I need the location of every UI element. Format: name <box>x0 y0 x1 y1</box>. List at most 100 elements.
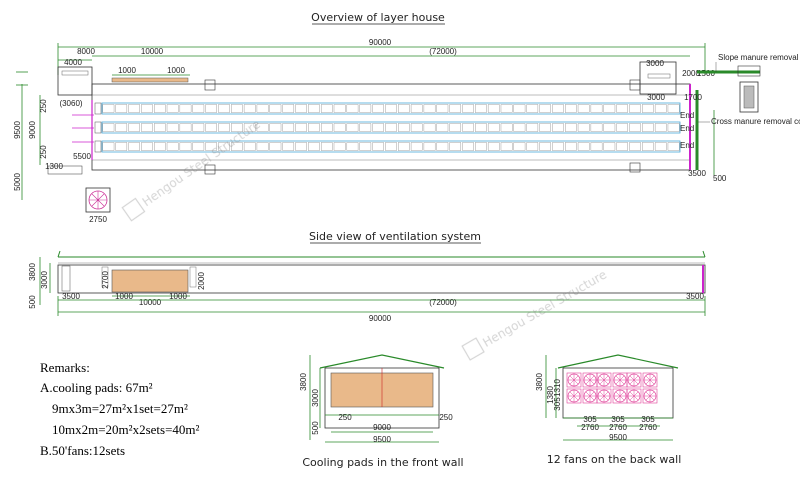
dim-3060: (3060) <box>59 99 82 108</box>
front-dim-500: 500 <box>311 421 320 435</box>
end-label-1: End <box>680 111 694 120</box>
cage-cell <box>654 104 667 113</box>
cage-cell <box>218 123 230 132</box>
dim-9000: 9000 <box>28 121 37 139</box>
cage-cell <box>179 142 192 151</box>
fan-frame <box>566 388 582 404</box>
cage-cell <box>449 142 462 151</box>
dim-inner-72000: (72000) <box>429 47 457 56</box>
watermark-1: Hengou Steel Structure <box>140 117 263 209</box>
cage-cell <box>487 142 500 151</box>
back-dim-9500: 9500 <box>609 433 627 442</box>
cage-row <box>101 140 681 153</box>
cage-cell <box>308 104 320 113</box>
front-dim-3000: 3000 <box>311 389 320 407</box>
dim-3000-b: 3000 <box>647 93 665 102</box>
front-dim-9000: 9000 <box>373 423 391 432</box>
cage-cell <box>205 142 217 151</box>
front-dim-3800: 3800 <box>299 373 308 391</box>
dim-250-b: 250 <box>39 145 48 159</box>
cage-cell <box>269 142 282 151</box>
cage-cell <box>166 123 179 132</box>
cage-cell <box>436 123 449 132</box>
cage-cell <box>243 104 256 113</box>
cage-cell <box>333 104 346 113</box>
cage-cell <box>398 104 410 113</box>
cage-cell <box>308 123 320 132</box>
dim-4000: 4000 <box>64 58 82 67</box>
cage-cell <box>590 123 603 132</box>
dim-3500: 3500 <box>688 169 706 178</box>
dim-250-a: 250 <box>39 99 48 113</box>
cage-cell <box>603 104 616 113</box>
cage-cell <box>513 123 526 132</box>
cage-cell <box>667 142 680 151</box>
back-dim-2760-c: 2760 <box>639 423 657 432</box>
remarks-heading: Remarks: <box>40 360 90 375</box>
fan-frame <box>642 372 658 388</box>
fan-grid <box>566 372 658 404</box>
back-wall-elevation: 3800 1380 1310 305 305 305 305 2760 2760… <box>535 354 682 466</box>
cage-cell <box>603 142 616 151</box>
front-dim-250-b: 250 <box>439 413 453 422</box>
remarks-line-3: 10mx2m=20m²x2sets=40m² <box>52 422 200 437</box>
cage-cell <box>372 142 384 151</box>
cage-cell <box>616 123 628 132</box>
cage-cell <box>629 123 641 132</box>
side-dim-3000: 3000 <box>40 271 49 289</box>
side-dim-500: 500 <box>28 295 37 309</box>
cage-cell <box>372 123 384 132</box>
dim-8000: 8000 <box>77 47 95 56</box>
cage-cell <box>629 142 641 151</box>
cage-cell <box>205 104 217 113</box>
cage-cell <box>423 104 436 113</box>
cage-cell <box>526 142 539 151</box>
cage-cell <box>629 104 641 113</box>
back-dim-1380: 1380 <box>546 386 555 404</box>
cage-cell <box>398 142 410 151</box>
cage-cell <box>179 123 192 132</box>
fan-frame <box>626 388 642 404</box>
fans-caption: 12 fans on the back wall <box>547 453 682 466</box>
cage-cell <box>385 123 397 132</box>
cage-cell <box>295 104 307 113</box>
cage-cell <box>154 142 166 151</box>
cage-cell <box>115 104 128 113</box>
watermark-logo-icon <box>121 197 146 222</box>
fan-frame <box>566 372 582 388</box>
end-label-2: End <box>680 124 694 133</box>
cage-cell <box>115 123 128 132</box>
fan-blades <box>598 374 610 386</box>
cage-cell <box>642 123 654 132</box>
cage-cell <box>166 104 179 113</box>
cage-cell <box>590 142 603 151</box>
back-dim-1310: 1310 <box>553 379 562 397</box>
cage-cell <box>552 104 564 113</box>
cage-cell <box>539 104 551 113</box>
dim-total-90000: 90000 <box>369 38 392 47</box>
front-wall-elevation: 3800 3000 500 250 250 9000 9500 Cooling … <box>299 354 464 469</box>
cage-cell <box>231 104 243 113</box>
cage-cell <box>166 142 179 151</box>
cage-cell <box>346 142 359 151</box>
cage-cell <box>295 123 307 132</box>
cage-cell <box>320 123 333 132</box>
cross-conveyor-label: Cross manure removal conveyor <box>711 117 800 126</box>
cage-cell <box>102 142 115 151</box>
cage-cell <box>141 123 153 132</box>
cage-cell <box>256 142 269 151</box>
dim-2750: 2750 <box>89 215 107 224</box>
cage-cell <box>513 104 526 113</box>
overview-plan: 90000 (72000) 8000 10000 4000 1000 1000 … <box>13 38 800 224</box>
cage-cell <box>500 123 513 132</box>
cage-cell <box>141 142 153 151</box>
side-dim-1000-b: 1000 <box>169 292 187 301</box>
cage-cell <box>475 142 487 151</box>
remarks-line-4: B.50'fans:12sets <box>40 443 125 458</box>
fan-blades <box>568 390 580 402</box>
cage-cell <box>642 142 654 151</box>
cage-cell <box>269 123 282 132</box>
cage-cell <box>141 104 153 113</box>
cage-cell <box>449 123 462 132</box>
